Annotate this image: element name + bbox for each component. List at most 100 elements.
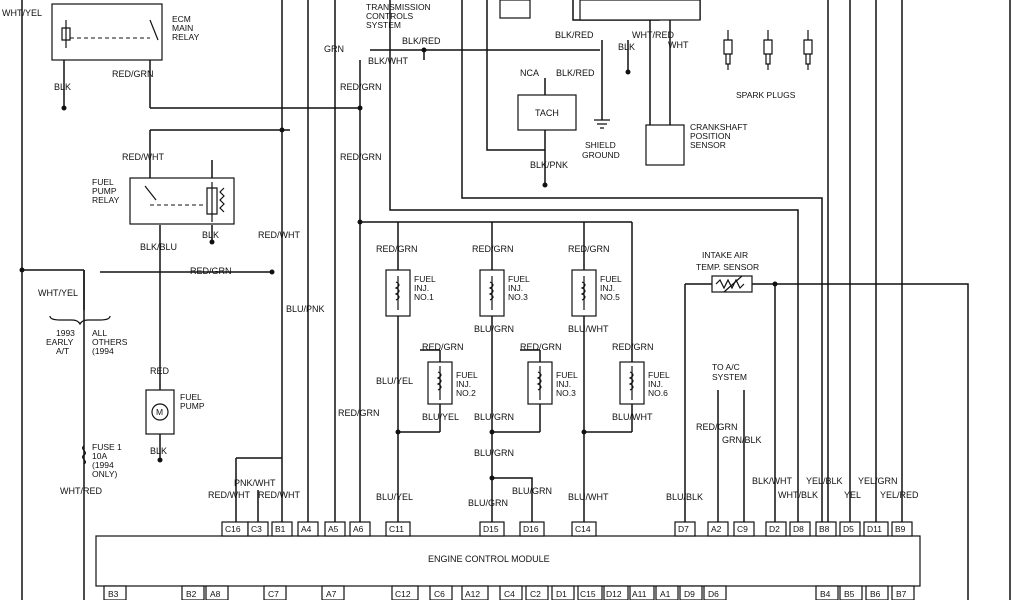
svg-text:D9: D9 [684,589,695,599]
ac-line2: SYSTEM [712,372,747,382]
wire-label: BLK/BLU [140,242,177,252]
pin-a4: A4 [297,521,319,537]
fuel-injector-3-upper: FUEL INJ. NO.3 [479,269,530,317]
svg-text:A7: A7 [326,589,337,599]
wire-label: WHT/YEL [38,288,78,298]
inj1-line3: NO.1 [414,292,434,302]
fuse-1: FUSE 1 10A (1994 ONLY) [82,442,122,479]
variant-1993-line3: A/T [56,346,69,356]
pin-d16: D16 [519,521,545,537]
inj6-line1: FUEL [648,370,670,380]
svg-text:B2: B2 [186,589,197,599]
svg-text:B4: B4 [820,589,831,599]
pin-c4: C4 [499,585,523,600]
wire-label: BLU/YEL [376,376,413,386]
fuel-pump: M FUEL PUMP [145,389,205,435]
pin-b8: B8 [815,521,837,537]
junction [157,457,163,463]
wire-label: RED/GRN [340,152,382,162]
svg-text:C6: C6 [434,589,445,599]
tachometer: TACH [517,94,577,131]
svg-text:A6: A6 [353,524,364,534]
svg-text:C14: C14 [575,524,591,534]
wire-label: BLK/RED [555,30,594,40]
wire-label: BLU/YEL [376,492,413,502]
wire-label: RED/GRN [696,422,738,432]
wire-label: WHT/RED [60,486,102,496]
inj1-line1: FUEL [414,274,436,284]
wire-label: RED/WHT [208,490,250,500]
fuel-pump-line2: PUMP [180,401,205,411]
relay-contact-icon [144,185,157,201]
coil-icon [580,276,586,310]
pin-a6: A6 [349,521,371,537]
junction [772,281,778,287]
fuel-pump-box [145,389,175,435]
junction [61,105,67,111]
svg-text:B1: B1 [275,524,286,534]
svg-text:C16: C16 [225,524,241,534]
tach-box [517,94,577,131]
pin-c12: C12 [391,585,419,600]
pin-d15: D15 [479,521,505,537]
shield-ground-line2: GROUND [582,150,620,160]
pin-c3: C3 [247,521,269,537]
ecm-bottom-pins: B3 B2 A8 C7 A7 C12 C6 A12 C4 C2 D1 C15 D… [103,585,915,600]
pin-a7: A7 [321,585,345,600]
wire-label: WHT [668,40,689,50]
brace-icon [49,315,111,326]
svg-text:B9: B9 [895,524,906,534]
pin-b7: B7 [891,585,915,600]
relay-coil-icon [206,182,218,222]
wire-label: YEL [844,490,861,500]
pin-c15: C15 [577,585,603,600]
junction [542,182,548,188]
svg-text:A11: A11 [632,589,647,599]
wire-tach-loop [486,0,545,151]
wire-label: BLU/GRN [512,486,552,496]
pin-c2: C2 [525,585,549,600]
intake-air-temp-sensor: INTAKE AIR TEMP. SENSOR [696,250,759,293]
pin-c9: C9 [733,521,755,537]
inj3a-line2: INJ. [508,283,523,293]
wire-label: PNK/WHT [234,478,276,488]
pin-d6: D6 [703,585,727,600]
wire-label: RED [150,366,170,376]
wire-label: RED/GRN [612,342,654,352]
inj3b-line1: FUEL [556,370,578,380]
ecm-label: ENGINE CONTROL MODULE [428,554,550,564]
pin-a5: A5 [324,521,346,537]
wire-labels: WHT/YEL RED/GRN BLK GRN BLK/RED BLK/WHT … [2,8,919,508]
wire-label: RED/GRN [520,342,562,352]
spark-plugs: SPARK PLUGS [723,30,813,100]
variant-1993-line1: 1993 [56,328,75,338]
spark-plug-icon [763,30,773,70]
pin-d2: D2 [765,521,787,537]
junction [269,269,275,275]
svg-text:B3: B3 [108,589,119,599]
svg-text:C9: C9 [737,524,748,534]
pin-a2: A2 [707,521,729,537]
wire-label: NCA [520,68,539,78]
svg-text:C15: C15 [580,589,596,599]
pin-d12: D12 [603,585,629,600]
fuse-line1: FUSE 1 [92,442,122,452]
variant-others-line1: ALL [92,328,107,338]
svg-text:A1: A1 [660,589,671,599]
inj6-line3: NO.6 [648,388,668,398]
fuel-pump-relay: FUEL PUMP RELAY [92,177,235,225]
pin-d7: D7 [674,521,696,537]
svg-text:D11: D11 [867,524,882,534]
fuel-pump-relay-box [129,177,235,225]
wire-label: BLK [202,230,219,240]
iat-box [711,275,753,293]
resistor-icon [219,187,225,213]
fuel-pump-relay-line2: PUMP [92,186,117,196]
wire-label: GRN [324,44,344,54]
variant-others-line3: (1994 [92,346,114,356]
svg-text:C7: C7 [268,589,279,599]
svg-text:D16: D16 [523,524,539,534]
spark-plug-icon [723,30,733,70]
svg-text:D7: D7 [678,524,689,534]
